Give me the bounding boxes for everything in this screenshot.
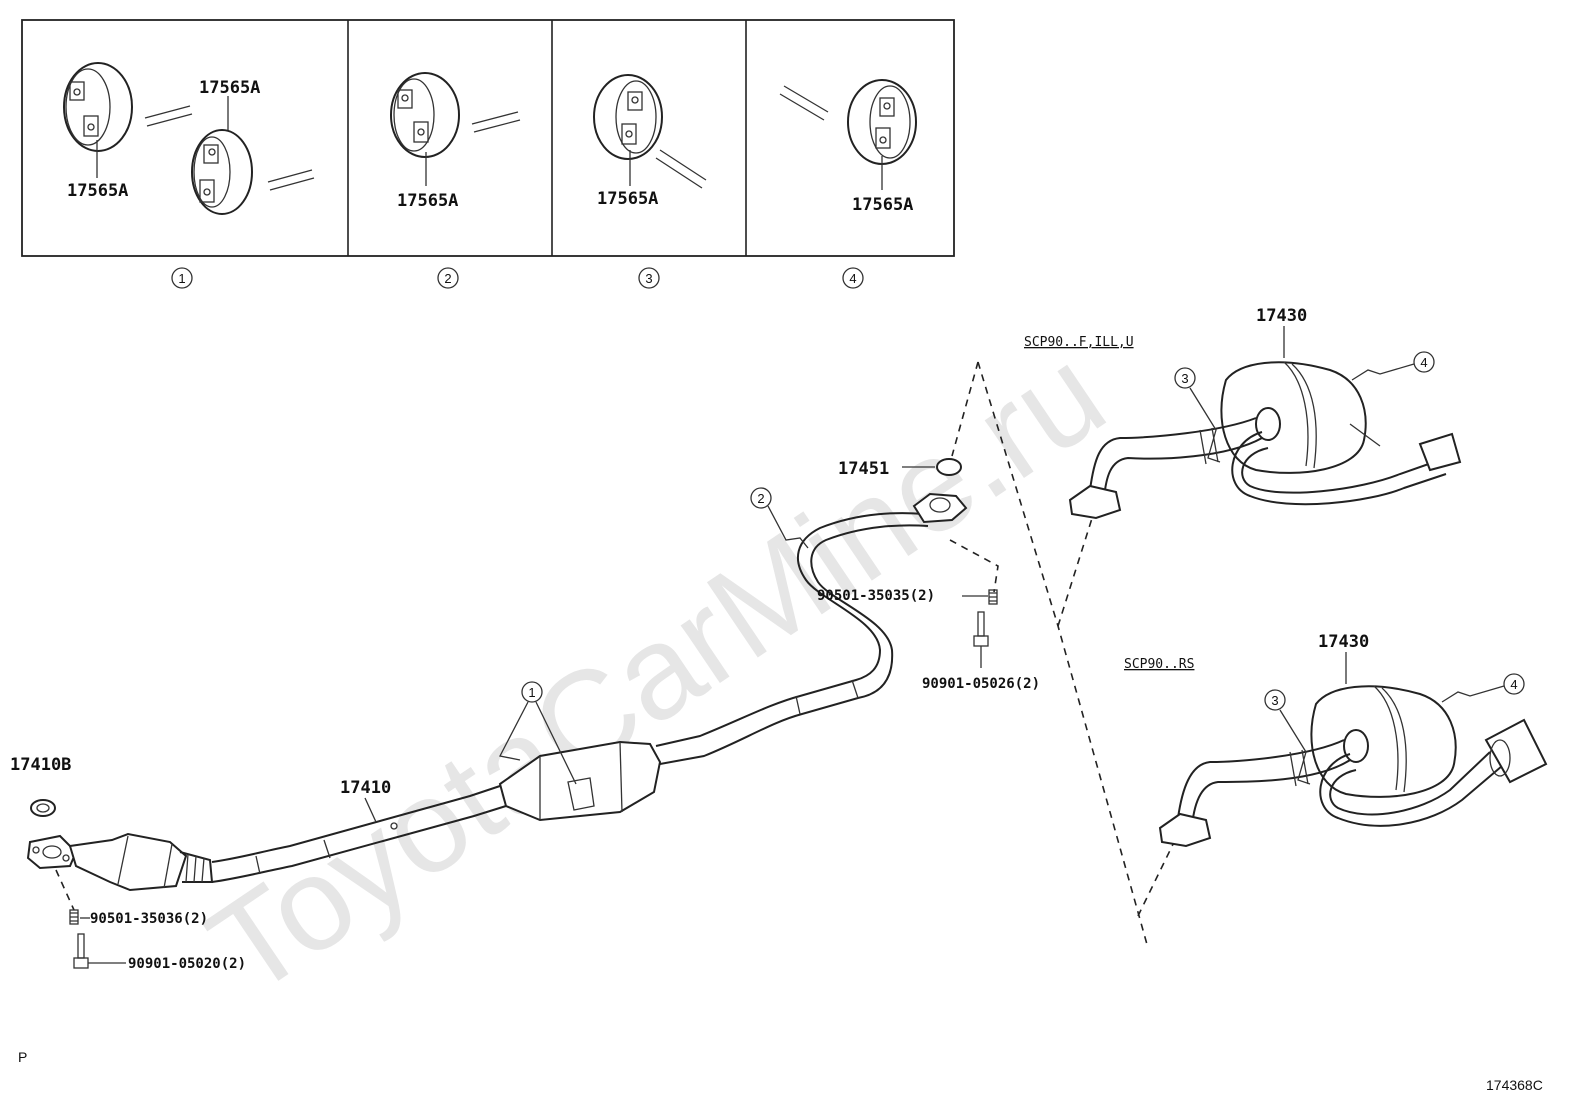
part-label-tail-upper: 17430 [1256,306,1307,326]
tail-tip-icon [1418,432,1462,472]
center-flange-icon [912,492,968,524]
hanger-panel-frame [21,19,955,257]
tail-pipe-lower: SCP90..RS 17430 3 4 [1124,632,1548,848]
tail-pipe-upper: SCP90..F,ILL,U 17430 3 4 [1024,306,1462,520]
callout-circle [437,267,459,289]
front-pipe-assembly: 17410B 17410 17451 [10,458,1040,972]
part-label-stud-front: 90501-35036(2) [90,911,208,927]
part-label-stud-center: 90501-35035(2) [817,588,935,604]
muffler-icon [1220,361,1367,474]
muffler-icon [1310,685,1457,798]
hanger-panel-3: 17565A 3 [593,74,707,289]
callout-number: 4 [1420,355,1427,370]
hanger-panel-1: 17565A 17565A 1 [63,62,315,289]
outlet-pipe-edge [1241,447,1441,494]
center-pipe-upper-edge [655,512,925,747]
nut-center-icon [973,611,989,647]
inlet-pipe-edge [1089,417,1257,491]
callout-circle [638,267,660,289]
callout-number: 3 [1271,693,1278,708]
catalytic-converter-icon [68,832,188,892]
variant-label-lower: SCP90..RS [1124,657,1194,672]
callout-number: 4 [1510,677,1517,692]
callout-number: 4 [849,271,856,286]
front-pipe-upper-edge [211,785,501,863]
outlet-pipe-edge [1329,751,1491,816]
part-label: 17565A [67,181,128,201]
callout-circle [171,267,193,289]
front-gasket-icon [30,799,56,817]
callout-circle [521,681,543,703]
hanger-panel-4: 17565A 4 [779,79,917,289]
flex-joint-icon [179,851,214,883]
rubber-hanger-icon [191,129,253,215]
hanger-rod [144,105,193,127]
part-label: 17565A [199,78,260,98]
part-label: 17565A [397,191,458,211]
callout-circle [1174,367,1196,389]
figure-code: 174368C [1486,1077,1543,1093]
callout-number: 3 [1181,371,1188,386]
part-label: 17565A [852,195,913,215]
rubber-hanger-icon [847,79,917,165]
watermark: ToyotaCarMine.ru [183,319,1129,1023]
part-label-front-pipe: 17410 [340,778,391,798]
rubber-hanger-icon [390,72,460,158]
callout-circle [750,487,772,509]
part-label-nut-center: 90901-05026(2) [922,676,1040,692]
hanger-rod [655,149,707,189]
nut-front-icon [73,933,89,969]
callout-circle [1264,689,1286,711]
hanger-panel-2: 17565A 2 [390,72,521,289]
stud-bolt-front-icon [69,909,79,925]
rubber-hanger-icon [63,62,133,152]
callout-number: 1 [528,685,535,700]
inlet-flange-icon [1158,812,1212,848]
tail-tip-icon [1484,718,1548,784]
center-pipe-lower-edge [659,524,929,765]
hanger-panel: 17565A 17565A 1 17565A 2 [21,19,955,289]
part-label-center-gasket: 17451 [838,459,889,479]
callout-circle [842,267,864,289]
front-flange-icon [26,834,78,870]
part-label-tail-lower: 17430 [1318,632,1369,652]
part-label-front-gasket: 17410B [10,755,71,775]
callout-number: 3 [645,271,652,286]
callout-circle [1413,351,1435,373]
center-gasket-icon [936,458,962,476]
callout-circle [1503,673,1525,695]
hanger-bracket-icon [567,777,595,811]
stud-bolt-center-icon [988,589,998,605]
footer-left-mark: P [18,1049,27,1065]
part-label: 17565A [597,189,658,209]
inlet-flange-icon [1068,484,1122,520]
callout-number: 1 [178,271,185,286]
hanger-rod [779,85,829,121]
part-label-nut-front: 90901-05020(2) [128,956,246,972]
hanger-rod [471,111,521,133]
variant-label-upper: SCP90..F,ILL,U [1024,335,1134,350]
rubber-hanger-icon [593,74,663,160]
front-pipe-lower-edge [211,805,507,883]
callout-number: 2 [757,491,764,506]
inlet-pipe-edge [1177,739,1345,819]
callout-number: 2 [444,271,451,286]
hanger-rod [267,169,315,191]
